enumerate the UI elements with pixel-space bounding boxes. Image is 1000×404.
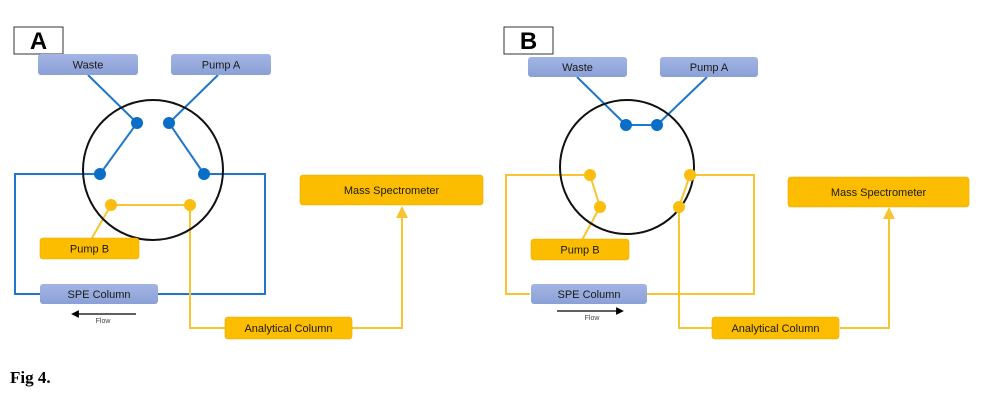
svg-text:Pump B: Pump B — [560, 245, 599, 257]
analytical-column-node-a: Analytical Column — [224, 316, 353, 340]
panel-label-b: B — [503, 26, 554, 55]
svg-text:Waste: Waste — [73, 60, 104, 72]
svg-text:Flow: Flow — [96, 318, 112, 325]
panel-label-a: A — [13, 26, 64, 55]
svg-text:A: A — [30, 28, 47, 55]
mass-spectrometer-node-a: Mass Spectrometer — [299, 174, 484, 206]
svg-text:Analytical Column: Analytical Column — [244, 323, 332, 335]
port-dot — [594, 201, 606, 213]
pump-a-node-b: Pump A — [660, 57, 758, 77]
port-dot — [651, 119, 663, 131]
mass-spectrometer-node-b: Mass Spectrometer — [787, 176, 970, 208]
pump-a-node-a: Pump A — [171, 54, 271, 75]
svg-text:Mass Spectrometer: Mass Spectrometer — [831, 187, 927, 199]
svg-text:SPE Column: SPE Column — [68, 289, 131, 301]
figure-caption: Fig 4. — [10, 368, 51, 387]
port-dot — [105, 199, 117, 211]
svg-text:Analytical Column: Analytical Column — [731, 323, 819, 335]
panel-a: A Waste — [13, 26, 484, 340]
flow-indicator-a: Flow — [71, 310, 136, 325]
svg-text:SPE Column: SPE Column — [558, 289, 621, 301]
port-dot — [94, 168, 106, 180]
port-dot — [684, 169, 696, 181]
port-dot — [184, 199, 196, 211]
port-dot — [620, 119, 632, 131]
svg-text:Mass Spectrometer: Mass Spectrometer — [344, 185, 440, 197]
port-dot — [163, 117, 175, 129]
flow-indicator-b: Flow — [557, 307, 624, 322]
spe-column-node-a: SPE Column — [40, 284, 158, 304]
svg-text:Flow: Flow — [585, 315, 601, 322]
port-dot — [584, 169, 596, 181]
pump-b-node-a: Pump B — [39, 237, 140, 260]
svg-text:Pump A: Pump A — [690, 62, 729, 74]
valve-rotor-a — [82, 99, 224, 241]
yellow-flow-path-a — [91, 204, 408, 329]
spe-column-node-b: SPE Column — [531, 284, 647, 304]
pump-b-node-b: Pump B — [530, 238, 630, 261]
valve-rotor-b — [559, 99, 695, 235]
port-dot — [131, 117, 143, 129]
blue-flow-path-a — [14, 74, 266, 295]
svg-text:Waste: Waste — [562, 62, 593, 74]
analytical-column-node-b: Analytical Column — [711, 316, 840, 340]
waste-node-b: Waste — [528, 57, 627, 77]
port-dot — [673, 201, 685, 213]
svg-text:Pump B: Pump B — [70, 244, 109, 256]
svg-text:Pump A: Pump A — [202, 60, 241, 72]
svg-text:B: B — [520, 28, 537, 55]
waste-node-a: Waste — [38, 54, 138, 75]
port-dot — [198, 168, 210, 180]
panel-b: B Waste Pump A — [503, 26, 970, 340]
